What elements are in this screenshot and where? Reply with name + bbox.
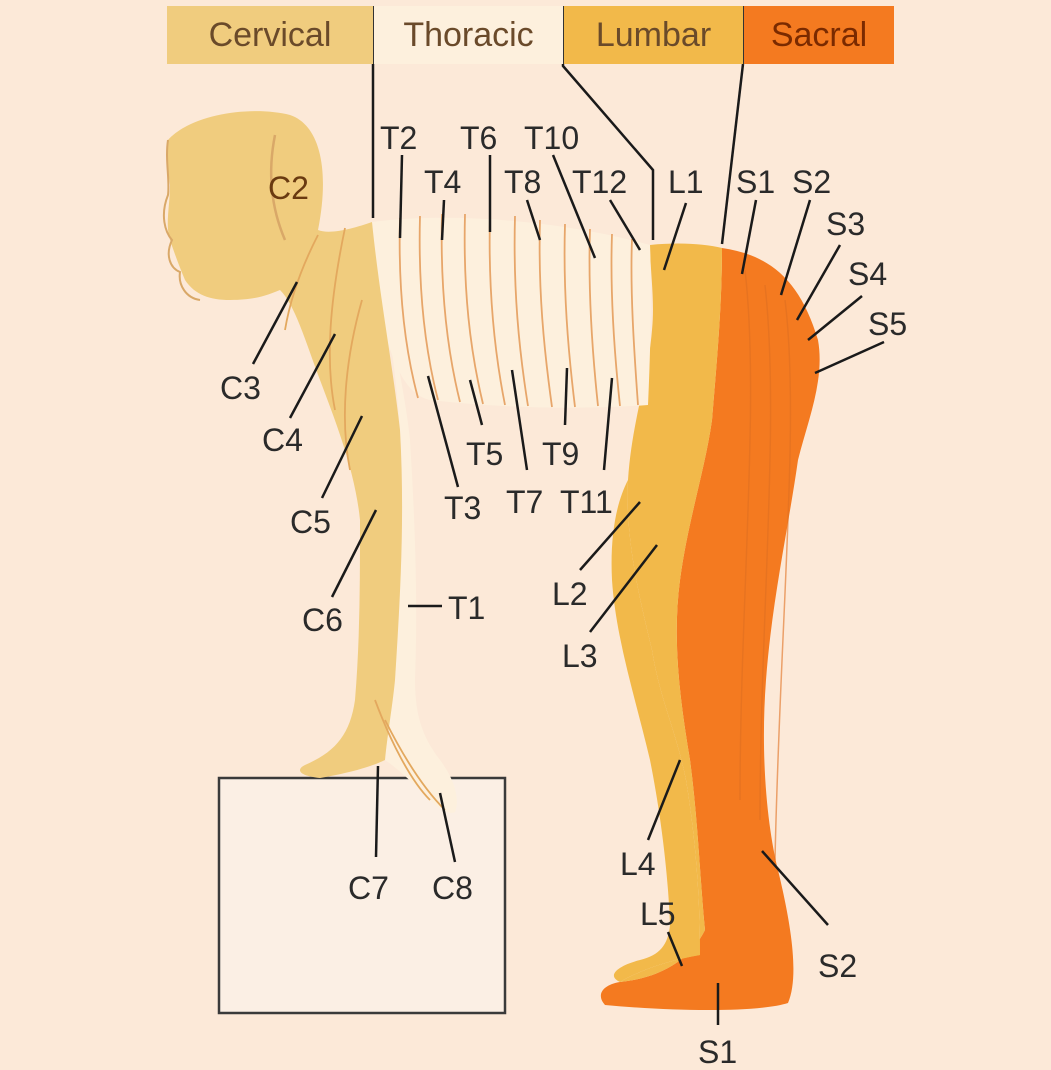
label-t12: T12 (572, 164, 628, 200)
label-t11: T11 (560, 484, 613, 520)
label-s1-foot: S1 (698, 1034, 738, 1070)
label-t8: T8 (504, 164, 542, 200)
c2-boundary (269, 134, 287, 241)
header-lumbar-label: Lumbar (595, 15, 712, 54)
label-t7: T7 (506, 484, 544, 520)
label-t9: T9 (542, 436, 580, 472)
header-thoracic-label: Thoracic (403, 15, 534, 54)
label-l5: L5 (640, 896, 676, 932)
label-t2: T2 (380, 120, 418, 156)
label-t6: T6 (460, 120, 498, 156)
header-sacral-label: Sacral (770, 15, 868, 54)
sacral-region (600, 248, 820, 1011)
lumbar-leg (611, 480, 700, 982)
header-sacral: Sacral (744, 6, 894, 64)
leg-stripes (739, 269, 792, 861)
thoracic-arm (372, 222, 457, 813)
label-t3: T3 (444, 490, 482, 526)
label-c2: C2 (268, 170, 309, 206)
label-c5: C5 (290, 504, 331, 540)
label-s5: S5 (868, 306, 908, 342)
leader-lines (251, 63, 885, 1025)
label-l2: L2 (552, 576, 588, 612)
label-c6: C6 (302, 602, 343, 638)
lifted-box (217, 776, 507, 1015)
face-outline (162, 139, 201, 301)
label-c4: C4 (262, 422, 303, 458)
label-c3: C3 (220, 370, 261, 406)
label-l3: L3 (562, 638, 598, 674)
label-s2-leg: S2 (818, 948, 858, 984)
label-c8: C8 (432, 870, 473, 906)
label-t1: T1 (448, 590, 486, 626)
label-l4: L4 (620, 846, 656, 882)
label-t5: T5 (466, 436, 504, 472)
label-s1-top: S1 (736, 164, 776, 200)
header-lumbar: Lumbar (564, 6, 743, 64)
header-cervical-label: Cervical (208, 15, 332, 54)
label-t4: T4 (424, 164, 462, 200)
header-cervical: Cervical (167, 6, 373, 64)
label-s3: S3 (826, 206, 866, 242)
label-t10: T10 (524, 120, 580, 156)
label-s2-top: S2 (792, 164, 832, 200)
header-thoracic: Thoracic (374, 6, 563, 64)
label-c7: C7 (348, 870, 389, 906)
lumbar-region (620, 243, 722, 983)
cervical-region (166, 111, 403, 778)
label-s4: S4 (848, 256, 888, 292)
thoracic-stripes (398, 213, 639, 408)
label-l1: L1 (668, 164, 704, 200)
